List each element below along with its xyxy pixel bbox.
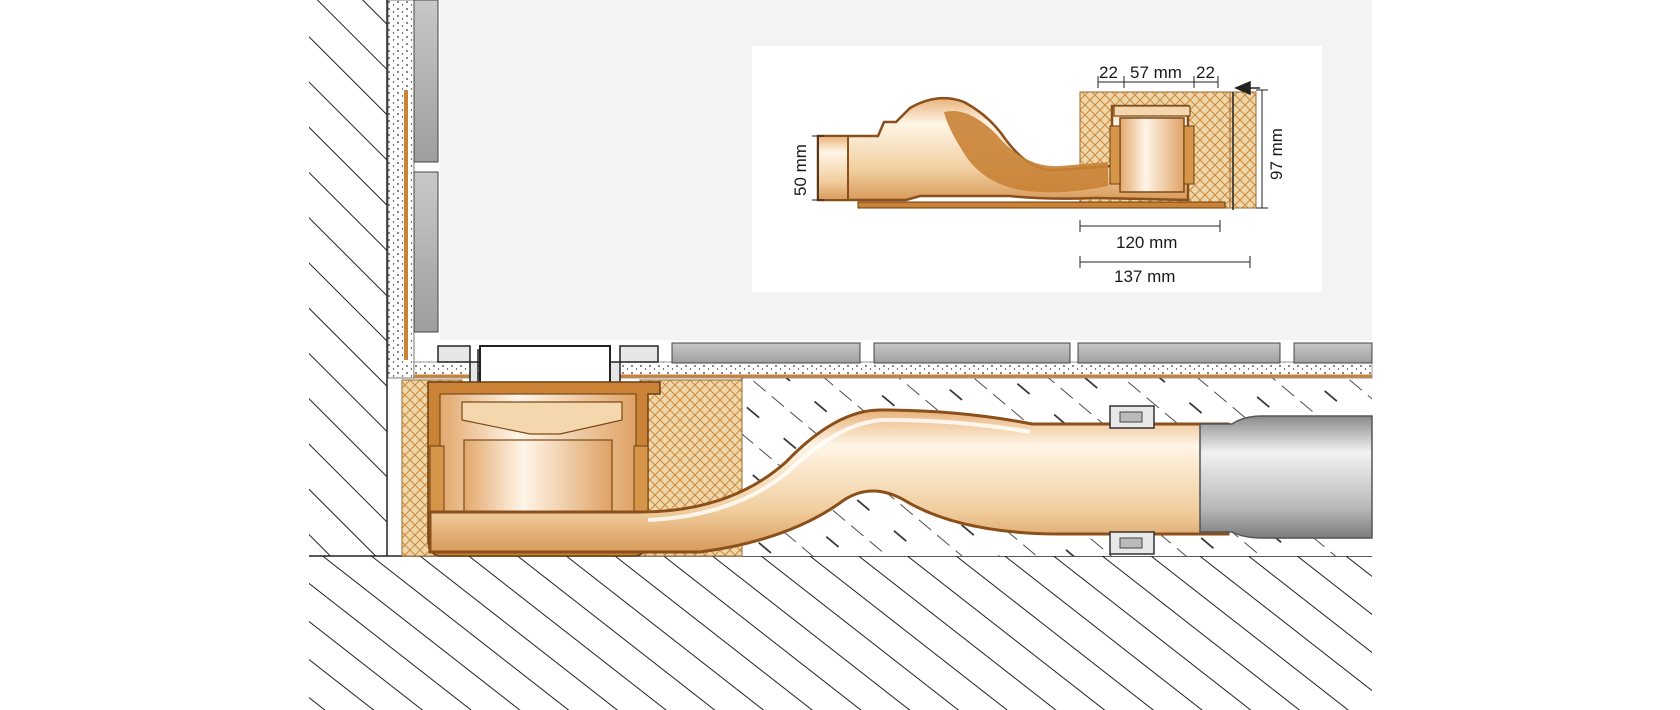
dim-left-margin: 22 — [1099, 63, 1118, 82]
floor-tile-1 — [671, 342, 861, 364]
inset-base-plate — [857, 201, 1226, 209]
dim-outlet-width: 57 mm — [1130, 63, 1182, 82]
floor-slab — [309, 556, 1372, 710]
inset-detail-panel: 22 57 mm 22 50 mm 97 mm 120 mm 137 mm — [752, 46, 1322, 292]
drainage-pipe — [1109, 405, 1373, 555]
dim-height-left: 50 mm — [791, 144, 810, 196]
inset-pipe-end — [817, 135, 849, 201]
dim-width-total: 137 mm — [1114, 267, 1175, 286]
inset-arrow-icon — [1234, 80, 1260, 96]
wall-adhesive-layer — [387, 0, 415, 379]
floor-tile-4 — [1293, 342, 1373, 364]
dim-right-margin: 22 — [1196, 63, 1215, 82]
inset-drain-channel — [944, 110, 1108, 193]
wall-masonry — [309, 0, 387, 556]
inset-outlet-cup — [1119, 117, 1185, 193]
floor-tile-3 — [1077, 342, 1281, 364]
inset-wall-board — [1229, 91, 1257, 209]
floor-tile-2 — [873, 342, 1071, 364]
wall-tile-1 — [413, 0, 439, 163]
dim-height-right: 97 mm — [1267, 128, 1286, 180]
dimension-lines — [812, 76, 1268, 268]
wall-tile-2 — [413, 171, 439, 333]
dim-width-body: 120 mm — [1116, 233, 1177, 252]
wall-membrane — [404, 90, 408, 360]
